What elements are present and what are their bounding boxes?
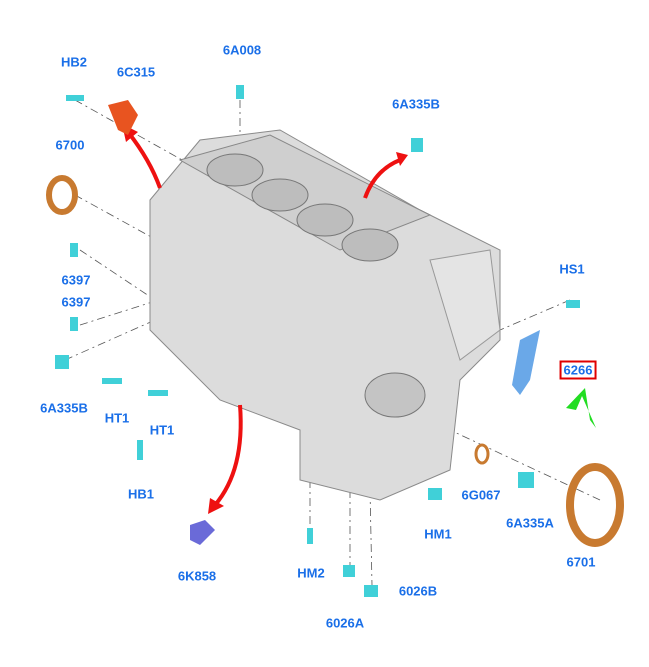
seal-6g067 [474, 443, 490, 465]
arrow-head [208, 498, 224, 514]
motion-arrow [363, 158, 401, 199]
pointer-arrow [566, 388, 596, 428]
label-hm2[interactable]: HM2 [297, 565, 325, 581]
motion-arrow [126, 130, 162, 189]
bolts [55, 85, 580, 597]
label-hm1[interactable]: HM1 [424, 526, 452, 542]
part-6k858 [190, 520, 215, 545]
engine-block [149, 129, 501, 501]
seal-6700 [46, 175, 78, 215]
label-hb1[interactable]: HB1 [127, 486, 155, 502]
part-6266 [512, 330, 540, 395]
label-6a008[interactable]: 6A008 [222, 42, 262, 58]
label-6a335a[interactable]: 6A335A [506, 515, 554, 531]
arrow-head [396, 152, 408, 166]
label-ht1-a[interactable]: HT1 [104, 410, 130, 426]
label-6026b[interactable]: 6026B [398, 583, 438, 599]
label-6397-b[interactable]: 6397 [61, 294, 91, 310]
label-6026a[interactable]: 6026A [325, 615, 365, 631]
label-6g067[interactable]: 6G067 [461, 487, 501, 503]
label-hs1[interactable]: HS1 [559, 261, 585, 277]
seal-6701 [566, 463, 624, 547]
label-6c315[interactable]: 6C315 [116, 64, 156, 80]
label-6266-highlighted[interactable]: 6266 [559, 360, 597, 380]
motion-arrow [213, 404, 243, 507]
label-6k858[interactable]: 6K858 [177, 568, 217, 584]
label-hb2[interactable]: HB2 [60, 54, 88, 70]
label-6700[interactable]: 6700 [55, 137, 85, 153]
label-6701[interactable]: 6701 [566, 554, 596, 570]
label-6397-a[interactable]: 6397 [61, 272, 91, 288]
label-6a335b-left[interactable]: 6A335B [40, 400, 88, 416]
label-6a335b-top[interactable]: 6A335B [392, 96, 440, 112]
label-ht1-b[interactable]: HT1 [149, 422, 175, 438]
part-6c315 [108, 100, 138, 135]
